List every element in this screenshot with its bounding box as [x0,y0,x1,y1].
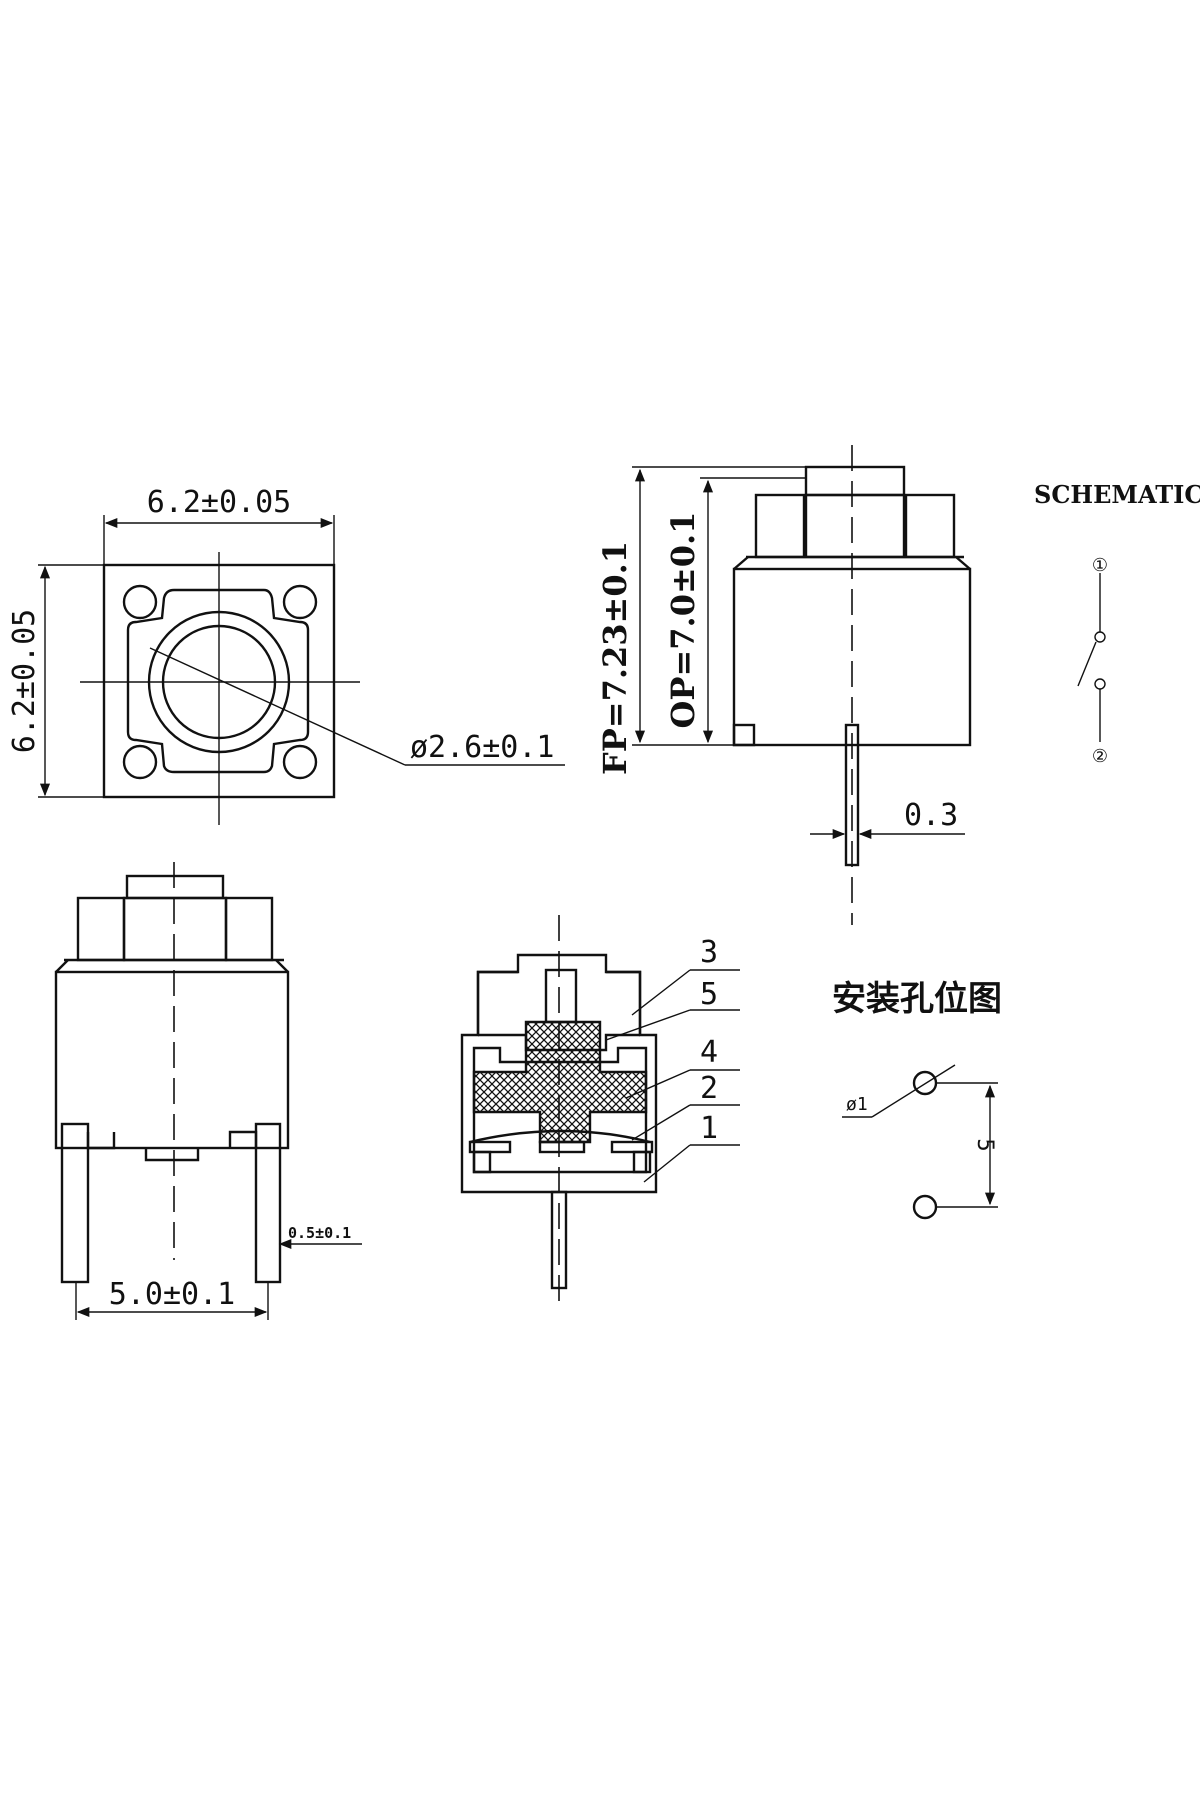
fp-dimension: FP=7.23±0.1 [596,541,634,775]
hole-diameter-dimension: ø1 [846,1094,868,1115]
section-view [460,915,740,1305]
diameter-dimension: ø2.6±0.1 [410,730,555,765]
width-dimension: 6.2±0.05 [147,485,292,520]
schematic-title: SCHEMATIC [1034,480,1200,509]
part-label-2: 2 [700,1071,718,1106]
pin-width-dimension: 0.5±0.1 [288,1224,351,1242]
mounting-title: 安装孔位图 [832,979,1002,1019]
part-label-1: 1 [700,1111,718,1146]
top-view [38,515,565,825]
height-dimension: 6.2±0.05 [7,609,42,754]
part-label-5: 5 [700,977,718,1012]
schematic-pin1: ① [1092,555,1108,576]
part-label-3: 3 [700,935,718,970]
mounting-holes [842,1064,998,1220]
schematic-pin2: ② [1092,746,1108,767]
pin-thickness-dimension: 0.3 [904,798,958,833]
pin-spacing-dimension: 5.0±0.1 [109,1277,235,1312]
op-dimension: OP=7.0±0.1 [664,512,702,729]
hole-spacing-dimension: 5 [972,1138,997,1151]
side-view [632,445,972,925]
front-view [54,862,362,1320]
part-label-4: 4 [700,1035,718,1070]
schematic-symbol [1077,573,1106,742]
